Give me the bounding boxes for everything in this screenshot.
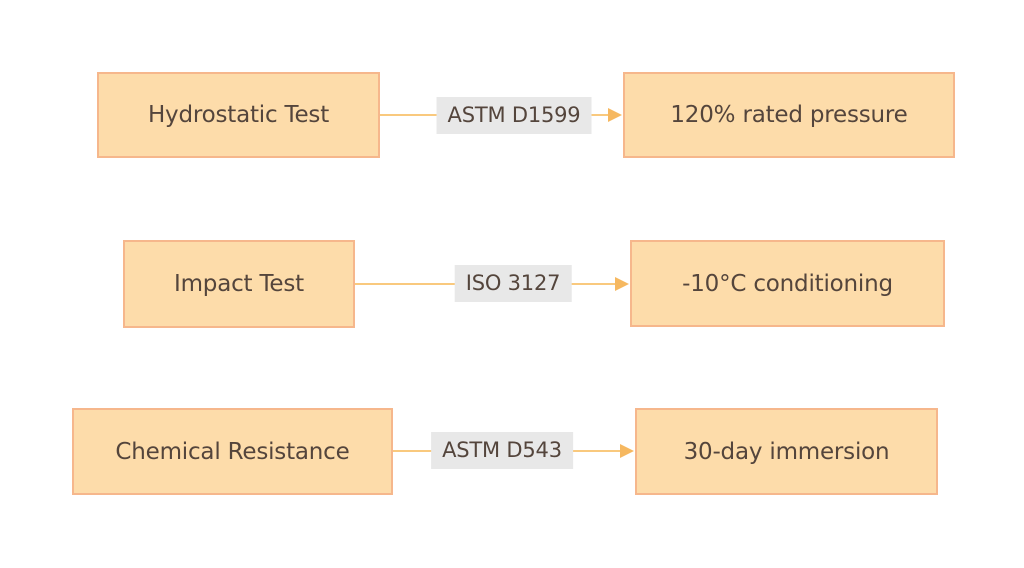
standard-label: ISO 3127 bbox=[454, 265, 572, 302]
test-node-label: Impact Test bbox=[174, 271, 304, 297]
condition-node-impact: -10°C conditioning bbox=[630, 240, 945, 327]
arrowhead-icon bbox=[620, 444, 634, 458]
test-node-label: Hydrostatic Test bbox=[147, 102, 330, 128]
condition-node-label: 30-day immersion bbox=[683, 438, 890, 465]
test-node-chemical: Chemical Resistance bbox=[72, 408, 393, 495]
test-node-impact: Impact Test bbox=[123, 240, 355, 328]
condition-node-label: -10°C conditioning bbox=[682, 270, 893, 297]
condition-node-label: 120% rated pressure bbox=[670, 102, 908, 128]
condition-node-chemical: 30-day immersion bbox=[635, 408, 938, 495]
condition-node-hydrostatic: 120% rated pressure bbox=[623, 72, 955, 158]
test-node-hydrostatic: Hydrostatic Test bbox=[97, 72, 380, 158]
arrowhead-icon bbox=[608, 108, 622, 122]
arrowhead-icon bbox=[615, 277, 629, 291]
standard-label: ASTM D1599 bbox=[436, 97, 592, 134]
standard-label: ASTM D543 bbox=[431, 432, 573, 469]
test-node-label: Chemical Resistance bbox=[115, 438, 350, 465]
